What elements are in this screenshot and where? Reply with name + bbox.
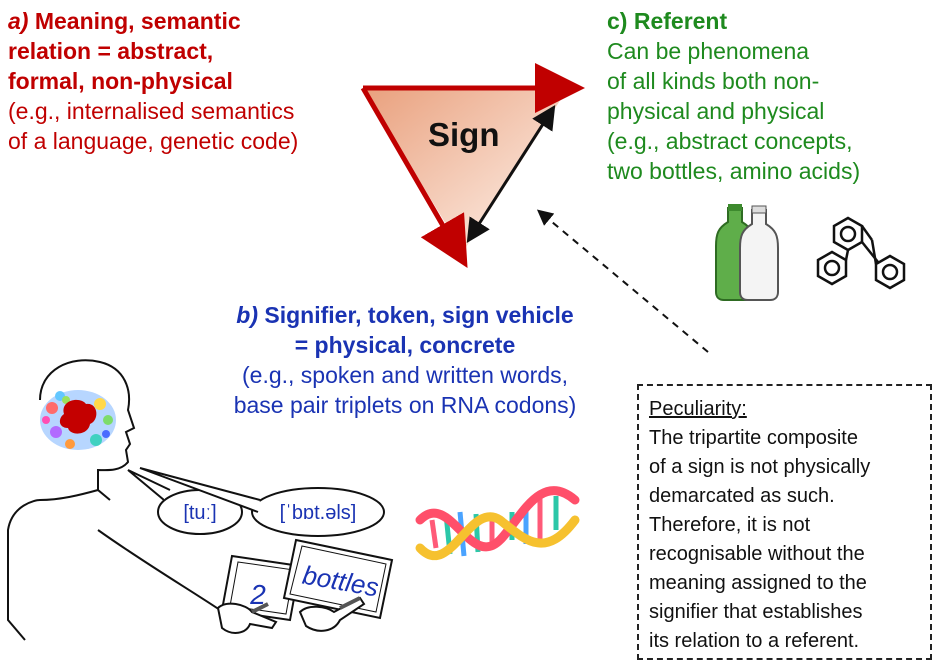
peculiarity-arrow <box>536 209 709 353</box>
meaning-title-line3: formal, non-physical <box>8 68 233 94</box>
peculiarity-line: signifier that establishes <box>649 601 863 623</box>
peculiarity-line: its relation to a referent. <box>649 630 860 652</box>
sign-triangle <box>360 63 585 268</box>
peculiarity-line: demarcated as such. <box>649 485 835 507</box>
meaning-example-line2: of a language, genetic code) <box>8 128 299 154</box>
peculiarity-title: Peculiarity: <box>649 398 747 420</box>
referent-block: c) Referent Can be phenomena of all kind… <box>607 6 860 186</box>
signifier-title-line2: = physical, concrete <box>294 332 516 358</box>
meaning-block: a) Meaning, semantic relation = abstract… <box>8 6 298 156</box>
brain-icon <box>40 390 116 450</box>
card-1-text: 2 <box>249 579 266 610</box>
signifier-example-line2: base pair triplets on RNA codons) <box>233 392 577 418</box>
hand-icon <box>97 529 366 634</box>
head-profile-icon <box>7 359 136 641</box>
signifier-example-line1: (e.g., spoken and written words, <box>242 362 568 388</box>
speech-bubble-2 <box>139 467 385 537</box>
peculiarity-line: Therefore, it is not <box>649 514 811 536</box>
signifier-letter: b) <box>236 302 258 328</box>
referent-line3: physical and physical <box>607 98 825 124</box>
peculiarity-line: The tripartite composite <box>649 427 858 449</box>
card-1 <box>220 554 302 622</box>
bottles-icon <box>715 204 779 301</box>
dna-icon <box>415 486 580 561</box>
speech-bubble-1 <box>127 469 243 535</box>
peculiarity-line: recognisable without the <box>649 543 865 565</box>
molecule-icon <box>816 216 906 290</box>
referent-title: c) Referent <box>607 8 728 34</box>
signifier-title-line1: b) Signifier, token, sign vehicle <box>170 300 640 330</box>
signifier-block: b) Signifier, token, sign vehicle = phys… <box>170 300 640 420</box>
sign-label: Sign <box>428 116 500 153</box>
referent-line1: Can be phenomena <box>607 38 810 64</box>
referent-line5: two bottles, amino acids) <box>607 158 861 184</box>
meaning-letter: a) <box>8 8 29 34</box>
meaning-example-line1: (e.g., internalised semantics <box>8 98 295 124</box>
meaning-title-rest: Meaning, semantic <box>28 8 241 34</box>
card-2 <box>282 538 394 620</box>
referent-line4: (e.g., abstract concepts, <box>607 128 853 154</box>
bubble-1-text: [tuː] <box>183 502 216 524</box>
meaning-title-line1: a) Meaning, semantic <box>8 6 298 36</box>
signifier-title-rest: Signifier, token, sign vehicle <box>258 302 574 328</box>
peculiarity-line: of a sign is not physically <box>649 456 871 478</box>
peculiarity-line: meaning assigned to the <box>649 572 867 594</box>
meaning-title-line2: relation = abstract, <box>8 38 214 64</box>
peculiarity-box: Peculiarity: The tripartite composite of… <box>637 384 932 660</box>
referent-line2: of all kinds both non- <box>607 68 820 94</box>
bubble-2-text: [ˈbɒt.əls] <box>280 502 357 524</box>
